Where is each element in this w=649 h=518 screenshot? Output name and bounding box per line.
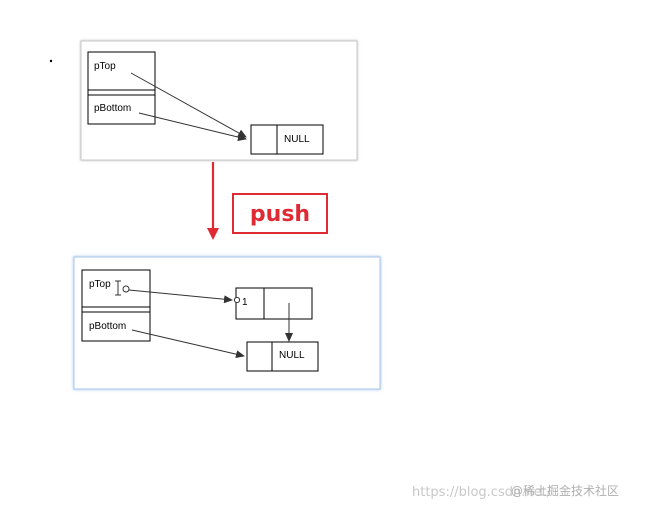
before-panel: pTop pBottom NULL xyxy=(80,40,358,161)
after-panel: pTop pBottom 1 NULL xyxy=(73,256,381,390)
watermark: https://blog.csdn.net/ @稀土掘金技术社区 xyxy=(412,483,619,500)
after-null-node: NULL xyxy=(246,341,319,372)
push-label-box xyxy=(232,193,328,234)
before-null-label: NULL xyxy=(284,134,310,145)
after-null-label: NULL xyxy=(279,350,305,361)
watermark-url: https://blog.csdn.net/ xyxy=(412,485,552,500)
after-pbottom-arrow xyxy=(131,329,245,359)
watermark-site: @稀土掘金技术社区 xyxy=(511,483,619,498)
after-ptop-arrow xyxy=(122,285,241,304)
before-ptop-arrow xyxy=(130,72,247,138)
after-stack-struct: pTop pBottom xyxy=(81,269,151,342)
before-pbottom-label: pBottom xyxy=(94,103,131,114)
push-operation: push xyxy=(207,162,328,240)
text-cursor-icon xyxy=(115,280,121,296)
push-label: push xyxy=(250,202,310,227)
after-ptop-label: pTop xyxy=(89,279,111,290)
before-null-node: NULL xyxy=(250,124,324,155)
before-ptop-label: pTop xyxy=(94,61,116,72)
after-new-node: 1 xyxy=(235,287,313,320)
after-pbottom-label: pBottom xyxy=(89,321,126,332)
after-new-node-value: 1 xyxy=(242,297,248,308)
before-stack-struct: pTop pBottom xyxy=(87,51,156,125)
before-pbottom-arrow xyxy=(138,112,247,141)
stray-dot xyxy=(49,59,53,63)
